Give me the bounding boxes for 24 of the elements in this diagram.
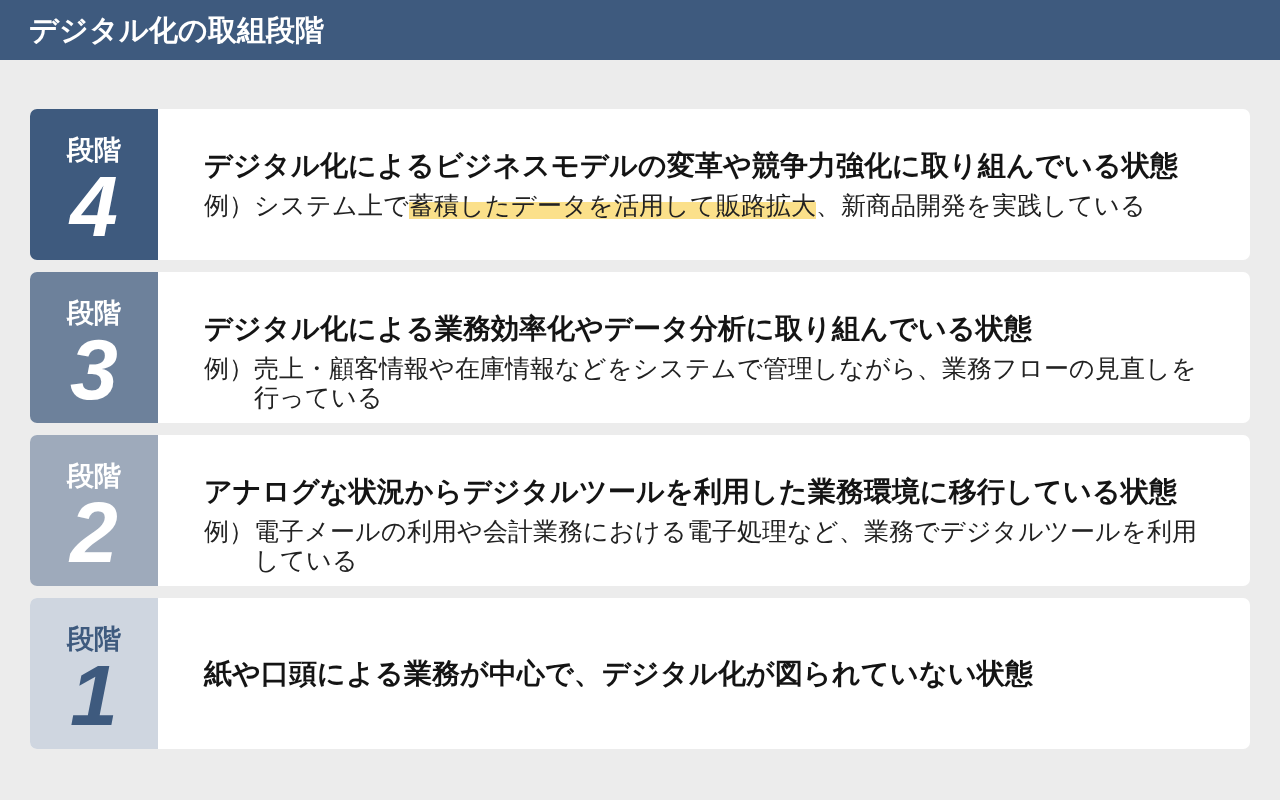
title: デジタル化の取組段階 xyxy=(29,13,324,48)
stage-badge xyxy=(30,598,158,749)
example-text: 例）システム上で蓄積したデータを活用して販路拡大、新商品開発を実践している xyxy=(204,191,1146,220)
stage-label: 段階 xyxy=(67,623,121,656)
stage-heading: アナログな状況からデジタルツールを利用した業務環境に移行している状態 xyxy=(204,475,1177,509)
example-text: 例）売上・顧客情報や在庫情報などをシステムで管理しながら、業務フローの見直しを行っている xyxy=(204,354,1198,412)
stage-heading: 紙や口頭による業務が中心で、デジタル化が図られていない状態 xyxy=(204,657,1033,691)
stage-card xyxy=(30,598,1250,749)
stage-card xyxy=(30,272,1250,423)
stage-heading: デジタル化によるビジネスモデルの変革や競争力強化に取り組んでいる状態 xyxy=(204,149,1178,183)
example-text: 例）電子メールの利用や会計業務における電子処理など、業務でデジタルツールを利用している xyxy=(204,517,1198,575)
stage-label: 段階 xyxy=(67,134,121,167)
stage-number: 4 xyxy=(70,171,118,241)
stage-label: 段階 xyxy=(67,297,121,330)
stage-badge xyxy=(30,435,158,586)
stage-heading: デジタル化による業務効率化やデータ分析に取り組んでいる状態 xyxy=(204,312,1032,346)
stage-number: 3 xyxy=(70,334,118,404)
stage-card xyxy=(30,435,1250,586)
stage-label: 段階 xyxy=(67,460,121,493)
stage-badge xyxy=(30,109,158,260)
stage-number: 1 xyxy=(70,660,118,730)
stage-badge xyxy=(30,272,158,423)
stage-card xyxy=(30,109,1250,260)
stage-number: 2 xyxy=(70,497,118,567)
